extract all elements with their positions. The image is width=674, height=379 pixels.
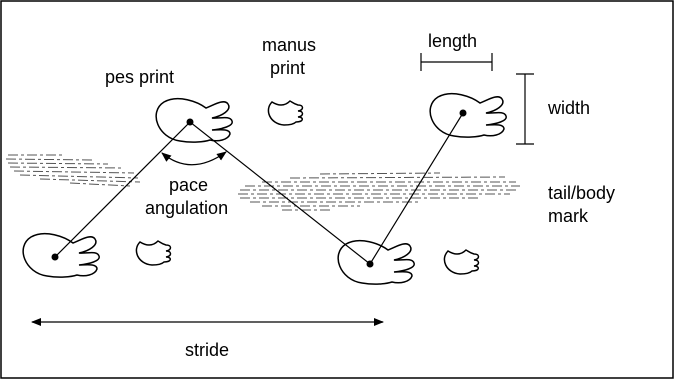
width-dimension xyxy=(516,73,534,145)
manus-print-lower-right xyxy=(443,249,480,275)
manus-print-label-line2: print xyxy=(270,58,305,78)
stride-label: stride xyxy=(185,340,229,360)
tail-body-mark-label-line2: mark xyxy=(548,206,589,226)
pes-print-upper-left xyxy=(155,97,233,143)
pes-print-lower-left xyxy=(22,232,100,278)
manus-print-label-line1: manus xyxy=(262,35,316,55)
width-label: width xyxy=(547,98,590,118)
tail-drag-mark-left xyxy=(5,154,141,187)
pace-lines xyxy=(54,112,464,265)
length-label: length xyxy=(428,31,477,51)
pace-angulation-label-line2: angulation xyxy=(145,198,228,218)
pes-center-dot xyxy=(51,253,59,261)
manus-print-upper-middle xyxy=(267,100,304,126)
pace-angulation-arc xyxy=(161,151,227,166)
tail-body-mark-label-line1: tail/body xyxy=(548,183,615,203)
pes-print-label: pes print xyxy=(105,67,174,87)
manus-print-lower-left xyxy=(135,240,172,266)
pes-center-dot xyxy=(186,118,194,126)
pes-print-upper-right xyxy=(429,92,507,138)
length-dimension xyxy=(420,53,493,71)
pes-center-dot xyxy=(366,260,374,268)
tail-drag-mark-right xyxy=(238,172,520,211)
pes-center-dot xyxy=(459,109,467,117)
pace-angulation-label-line1: pace xyxy=(169,175,208,195)
